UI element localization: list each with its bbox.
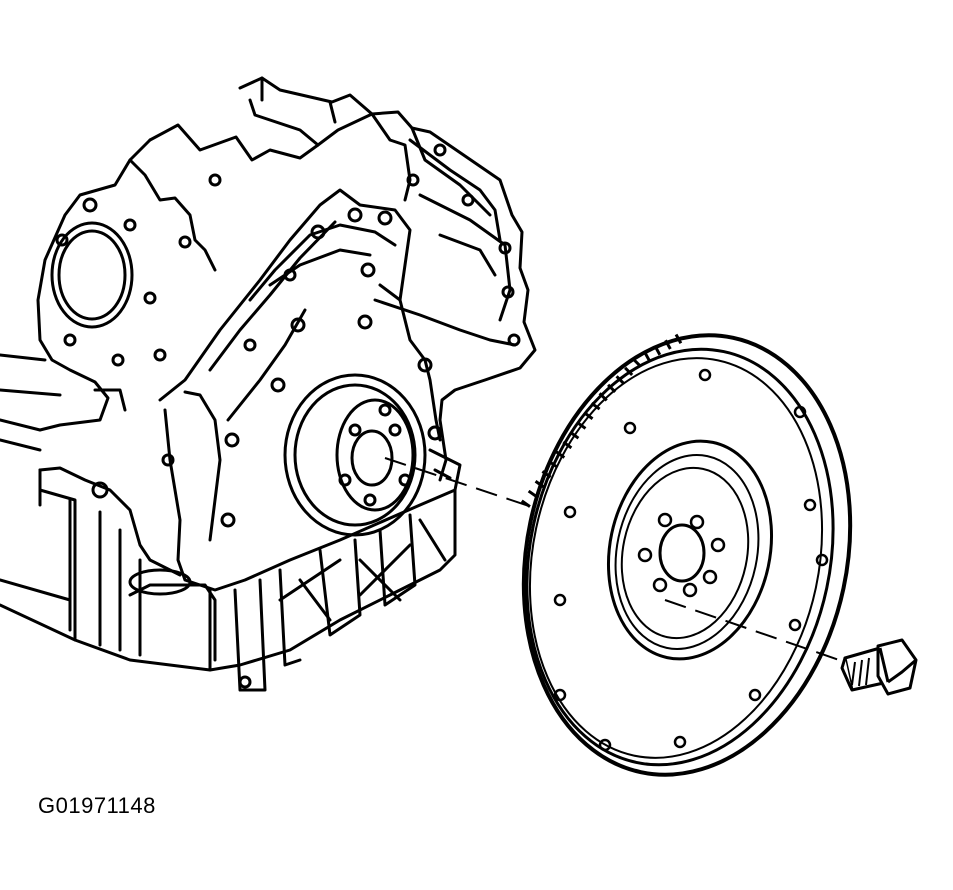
flywheel-bolt-icon bbox=[840, 638, 918, 696]
dashed-alignment-lines bbox=[384, 457, 846, 663]
engine-block-icon bbox=[0, 76, 537, 692]
figure-code: G01971148 bbox=[38, 793, 156, 818]
flywheel-icon bbox=[520, 333, 853, 777]
